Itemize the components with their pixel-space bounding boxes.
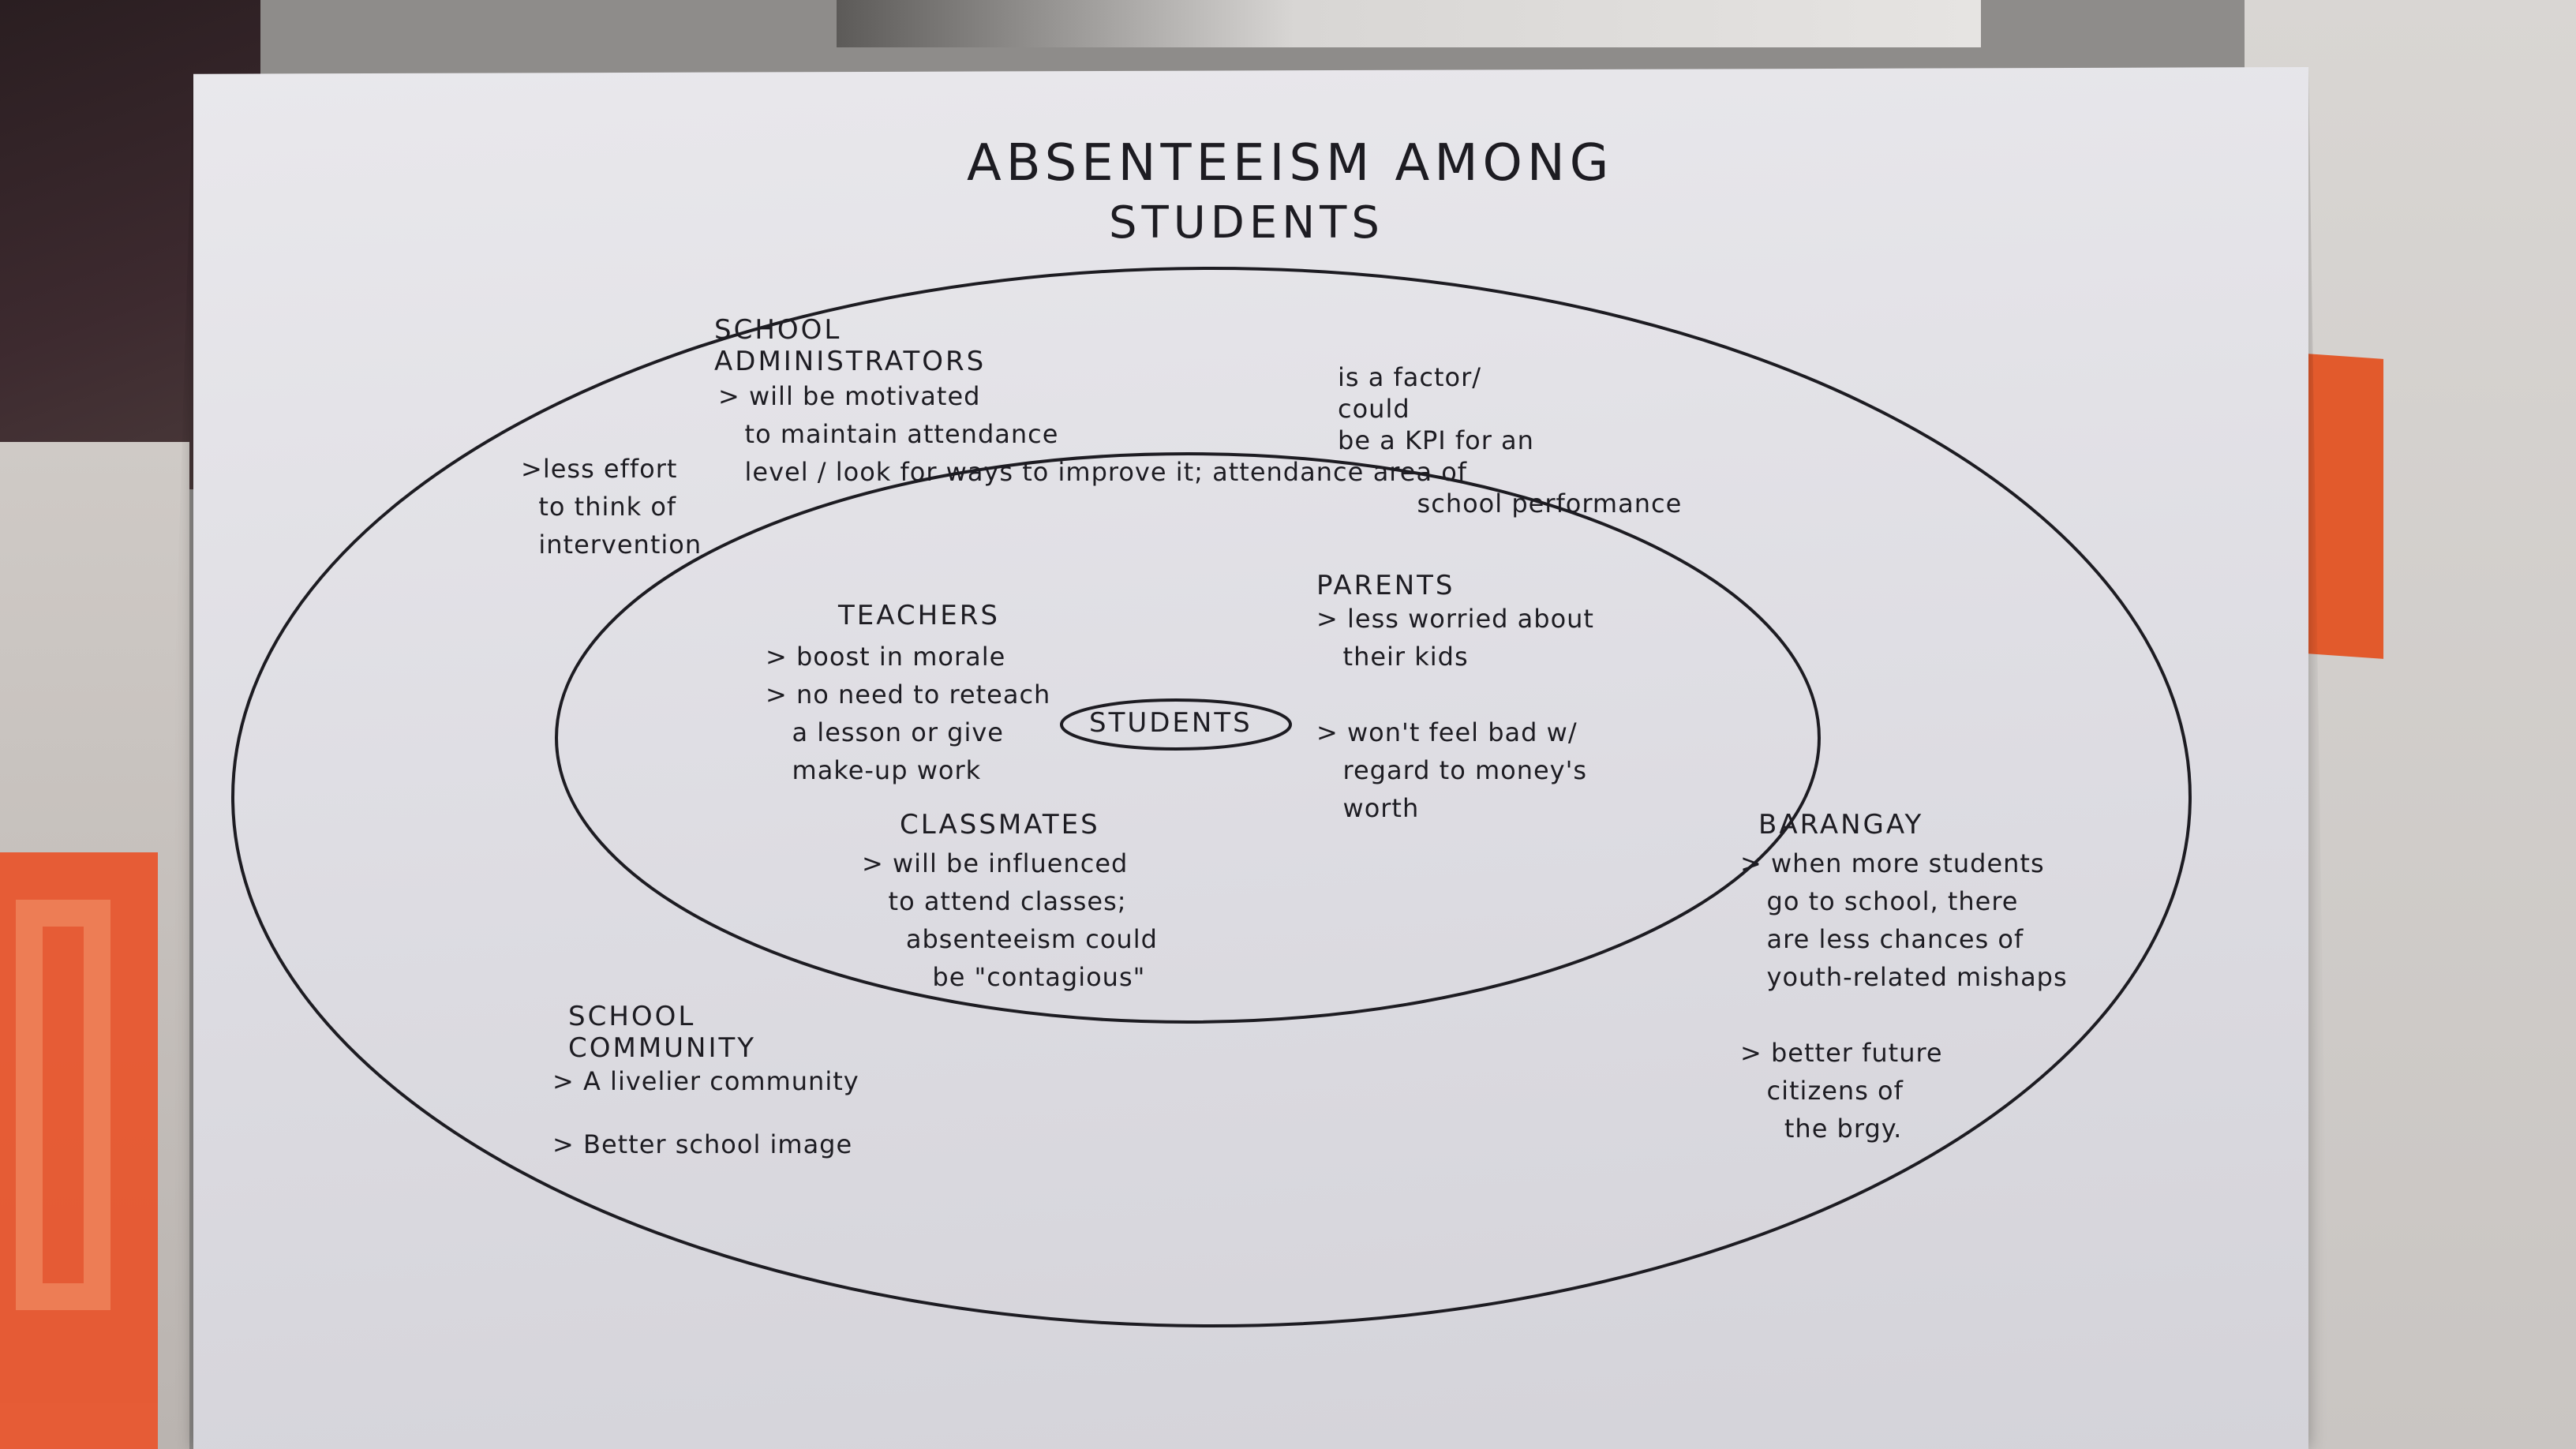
diagram-title-line2: STUDENTS [1109, 197, 1384, 249]
teachers-heading: TEACHERS [838, 600, 1000, 631]
school-administrators-continuation: is a factor/ could be a KPI for an area … [1338, 362, 1683, 519]
center-oval [1060, 698, 1292, 751]
paper-surface [193, 67, 2308, 1449]
teachers-points: > boost in morale > no need to reteach a… [766, 642, 1051, 785]
school-administrators-heading: SCHOOL ADMINISTRATORS [714, 314, 987, 377]
school-community-heading: SCHOOL COMMUNITY [568, 1001, 757, 1064]
school-community-points: > A livelier community > Better school i… [552, 1066, 859, 1159]
school-administrators-side-note: >less effort to think of intervention [521, 454, 702, 560]
barangay-points: > when more students go to school, there… [1740, 848, 2068, 1144]
background-orange-box-left [0, 852, 158, 1449]
center-label-students: STUDENTS [1089, 707, 1252, 739]
classmates-points: > will be influenced to attend classes; … [862, 848, 1158, 992]
parents-points: > less worried about their kids > won't … [1316, 604, 1594, 823]
classmates-heading: CLASSMATES [900, 809, 1100, 841]
outer-ring [231, 267, 2192, 1327]
diagram-title-line1: ABSENTEEISM AMONG [967, 134, 1614, 193]
background-top-object [837, 0, 1981, 47]
inner-ring [555, 452, 1821, 1024]
parents-heading: PARENTS [1316, 570, 1455, 601]
barangay-heading: BARANGAY [1758, 809, 1924, 841]
school-administrators-points: > will be motivated to maintain attendan… [718, 381, 1365, 487]
